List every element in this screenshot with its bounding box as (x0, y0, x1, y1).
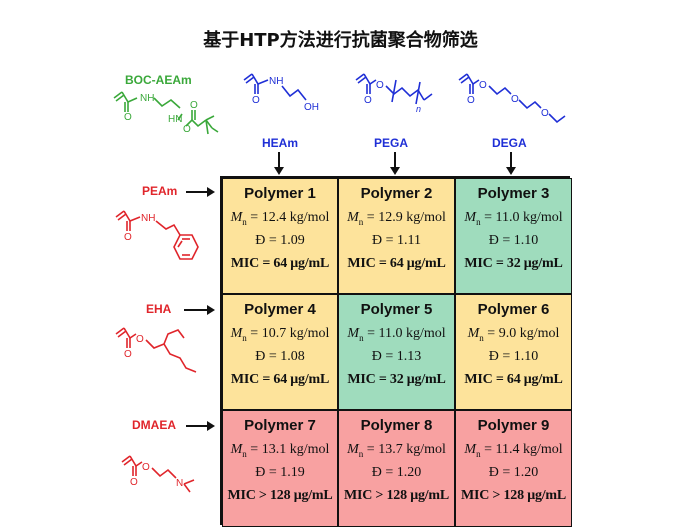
polymer-mic: MIC = 64 μg/mL (230, 255, 330, 271)
polymer-cell-5: Polymer 5 Mn = 11.0 kg/mol Đ = 1.13 MIC … (338, 294, 455, 410)
polymer-mn: Mn = 11.4 kg/mol (464, 442, 563, 459)
polymer-mic: MIC = 32 μg/mL (347, 371, 446, 387)
polymer-mic: MIC > 128 μg/mL (227, 487, 333, 503)
polymer-dispersity: Đ = 1.08 (255, 348, 305, 364)
dega-o-atom-3: O (511, 94, 519, 105)
peam-o-atom: O (124, 232, 132, 243)
heam-o-atom: O (252, 95, 260, 106)
polymer-name: Polymer 3 (477, 185, 550, 202)
polymer-name: Polymer 1 (244, 185, 316, 202)
dmaea-structure: O O N (121, 455, 195, 493)
polymer-mn: Mn = 13.7 kg/mol (347, 442, 446, 459)
polymer-dispersity: Đ = 1.13 (371, 348, 422, 364)
dmaea-n-atom: N (176, 478, 183, 489)
polymer-mn: Mn = 12.4 kg/mol (230, 210, 330, 227)
peam-nh-atom: NH (141, 213, 155, 224)
dega-structure: O O O O (458, 73, 566, 124)
boc-o-atom-2: O (190, 100, 198, 111)
row-label-eha: EHA (146, 302, 172, 316)
page-title: 基于HTP方法进行抗菌聚合物筛选 (203, 30, 478, 51)
polymer-cell-6: Polymer 6 Mn = 9.0 kg/mol Đ = 1.10 MIC =… (455, 294, 572, 410)
polymer-name: Polymer 7 (244, 417, 316, 434)
polymer-cell-8: Polymer 8 Mn = 13.7 kg/mol Đ = 1.20 MIC … (338, 410, 455, 527)
boc-o-atom-1: O (124, 112, 132, 123)
column-arrow-pega (390, 152, 400, 175)
polymer-mn: Mn = 11.0 kg/mol (347, 326, 446, 343)
polymer-mn: Mn = 10.7 kg/mol (230, 326, 330, 343)
row-arrow-peam (186, 187, 215, 197)
dega-o-atom-1: O (479, 80, 487, 91)
polymer-cell-2: Polymer 2 Mn = 12.9 kg/mol Đ = 1.11 MIC … (338, 178, 455, 294)
boc-hn-atom: HN (168, 114, 182, 125)
boc-o-atom-3: O (183, 124, 191, 135)
peam-structure: NH O (115, 210, 199, 260)
dega-o-atom-4: O (541, 108, 549, 119)
row-label-dmaea: DMAEA (132, 418, 176, 432)
pega-structure: O O n (355, 73, 433, 114)
polymer-grid: Polymer 1 Mn = 12.4 kg/mol Đ = 1.09 MIC … (220, 176, 572, 527)
polymer-name: Polymer 9 (477, 417, 550, 434)
row-label-peam: PEAm (142, 184, 178, 198)
boc-nh-atom: NH (140, 93, 154, 104)
eha-structure: O O (115, 327, 197, 373)
column-arrow-dega (506, 152, 516, 175)
polymer-mic: MIC > 128 μg/mL (343, 487, 450, 503)
polymer-dispersity: Đ = 1.10 (488, 348, 539, 364)
polymer-mic: MIC = 32 μg/mL (464, 255, 563, 271)
polymer-mic: MIC > 128 μg/mL (460, 487, 567, 503)
polymer-cell-7: Polymer 7 Mn = 13.1 kg/mol Đ = 1.19 MIC … (222, 410, 338, 527)
polymer-dispersity: Đ = 1.19 (255, 464, 305, 480)
dega-o-atom-2: O (467, 95, 475, 106)
polymer-name: Polymer 2 (360, 185, 433, 202)
polymer-cell-9: Polymer 9 Mn = 11.4 kg/mol Đ = 1.20 MIC … (455, 410, 572, 527)
pega-n-subscript: n (416, 104, 421, 114)
polymer-name: Polymer 5 (360, 301, 433, 318)
heam-structure: NH O OH (243, 73, 319, 113)
polymer-dispersity: Đ = 1.10 (488, 232, 539, 248)
polymer-cell-4: Polymer 4 Mn = 10.7 kg/mol Đ = 1.08 MIC … (222, 294, 338, 410)
polymer-mic: MIC = 64 μg/mL (230, 371, 330, 387)
polymer-mn: Mn = 13.1 kg/mol (230, 442, 330, 459)
polymer-cell-1: Polymer 1 Mn = 12.4 kg/mol Đ = 1.09 MIC … (222, 178, 338, 294)
eha-o-atom-2: O (124, 349, 132, 360)
polymer-dispersity: Đ = 1.09 (255, 232, 305, 248)
polymer-mn: Mn = 11.0 kg/mol (464, 210, 563, 227)
polymer-cell-3: Polymer 3 Mn = 11.0 kg/mol Đ = 1.10 MIC … (455, 178, 572, 294)
polymer-mic: MIC = 64 μg/mL (347, 255, 446, 271)
polymer-dispersity: Đ = 1.20 (371, 464, 422, 480)
polymer-name: Polymer 8 (360, 417, 433, 434)
column-label-heam: HEAm (262, 136, 299, 150)
polymer-dispersity: Đ = 1.11 (372, 232, 421, 248)
row-arrow-dmaea (186, 421, 215, 431)
polymer-name: Polymer 4 (244, 301, 316, 318)
heam-oh-atom: OH (304, 102, 319, 113)
polymer-mn: Mn = 9.0 kg/mol (467, 326, 560, 343)
boc-aeam-label: BOC-AEAm (125, 73, 192, 87)
eha-o-atom-1: O (136, 334, 144, 345)
pega-o-atom-2: O (364, 95, 372, 106)
column-label-dega: DEGA (492, 136, 527, 150)
dmaea-o-atom-2: O (130, 477, 138, 488)
dmaea-o-atom-1: O (142, 462, 150, 473)
boc-aeam-structure: NH O HN O O (113, 91, 219, 135)
column-label-pega: PEGA (374, 136, 409, 150)
polymer-name: Polymer 6 (477, 301, 550, 318)
polymer-dispersity: Đ = 1.20 (488, 464, 539, 480)
polymer-mn: Mn = 12.9 kg/mol (347, 210, 446, 227)
pega-o-atom-1: O (376, 80, 384, 91)
heam-nh-atom: NH (269, 76, 283, 87)
row-arrow-eha (184, 305, 215, 315)
polymer-mic: MIC = 64 μg/mL (464, 371, 563, 387)
column-arrow-heam (274, 152, 284, 175)
